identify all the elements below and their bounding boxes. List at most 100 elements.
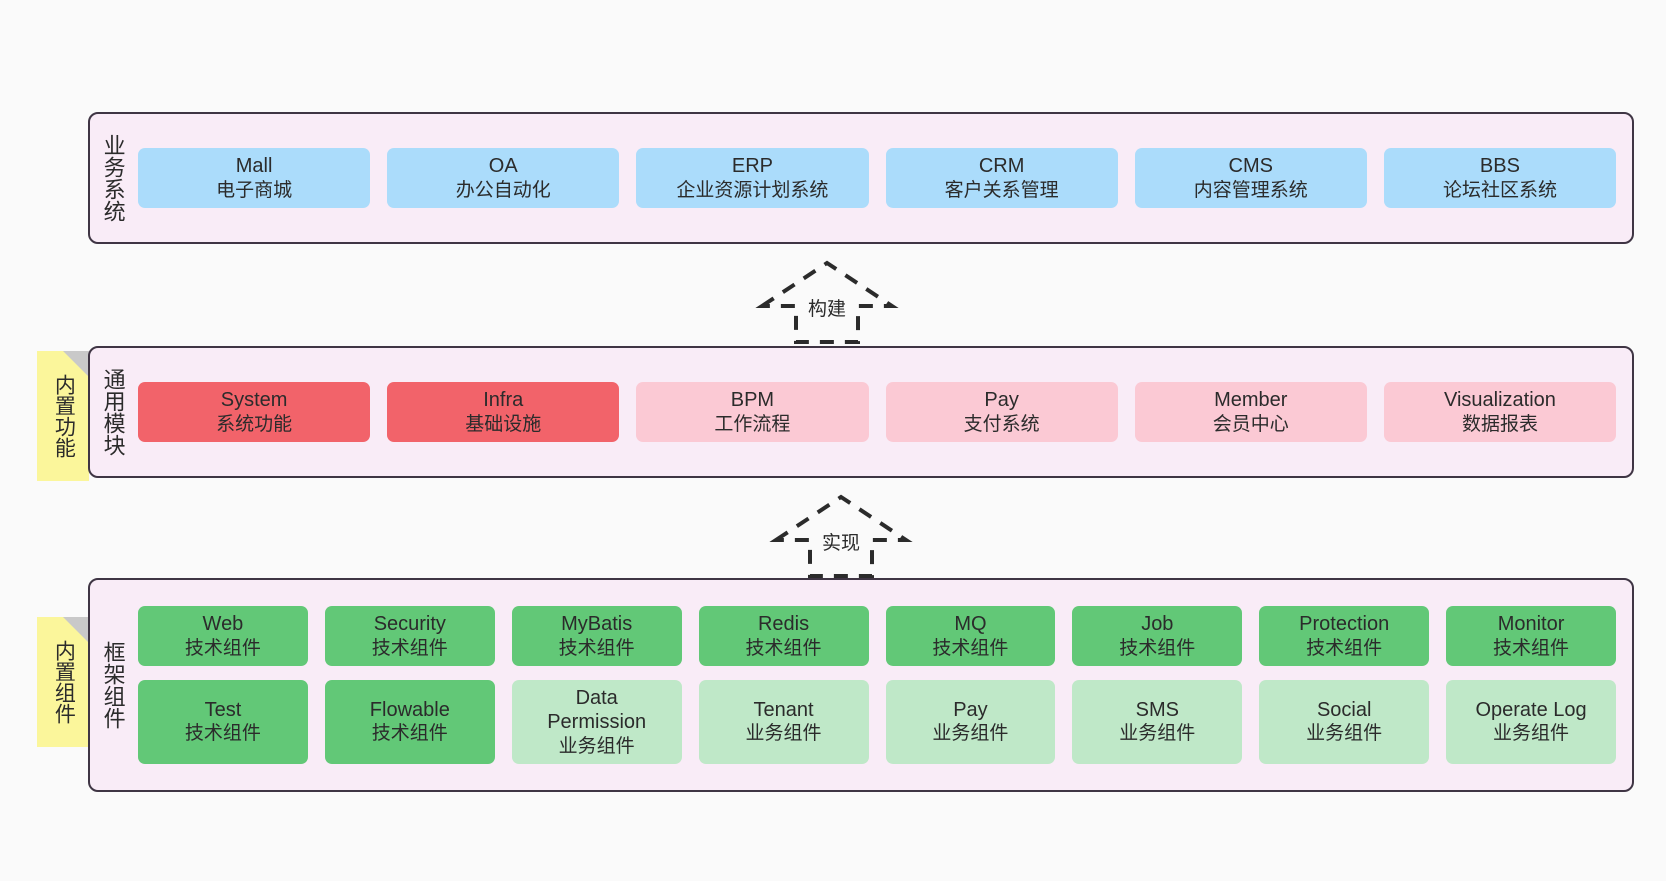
- module-card-security[interactable]: Security 技术组件: [324, 606, 495, 666]
- module-desc: 技术组件: [745, 637, 822, 659]
- module-name: MyBatis: [561, 613, 633, 636]
- module-desc: 电子商城: [216, 179, 293, 201]
- arrow-build-glyph: [755, 260, 899, 344]
- module-card-bbs[interactable]: BBS 论坛社区系统: [1383, 148, 1617, 208]
- module-name: SMS: [1135, 698, 1179, 721]
- module-name: Monitor: [1497, 613, 1565, 636]
- module-name: Job: [1141, 613, 1174, 636]
- module-name: Pay: [984, 389, 1019, 412]
- module-desc: 系统功能: [216, 413, 293, 435]
- module-name: System: [220, 389, 288, 412]
- module-card-mall[interactable]: Mall 电子商城: [138, 148, 371, 208]
- arrow-build: 构建: [755, 258, 899, 346]
- module-card-pay-business[interactable]: Pay 业务组件: [885, 679, 1056, 764]
- module-card-mq[interactable]: MQ 技术组件: [885, 606, 1056, 666]
- layer-title-framework-components: 框架组件: [100, 641, 126, 729]
- module-name: Social: [1316, 698, 1372, 721]
- module-name: Security: [373, 613, 446, 636]
- module-card-visualization[interactable]: Visualization 数据报表: [1383, 382, 1617, 442]
- arrow-implement: 实现: [769, 492, 913, 580]
- module-desc: 企业资源计划系统: [676, 179, 829, 201]
- module-desc: 技术组件: [371, 723, 448, 745]
- module-card-tenant[interactable]: Tenant 业务组件: [698, 679, 869, 764]
- layer-body-common-modules: System 系统功能 Infra 基础设施 BPM 工作流程 Pay 支付系统…: [136, 348, 1632, 476]
- module-card-flowable[interactable]: Flowable 技术组件: [324, 679, 495, 764]
- module-row: Test 技术组件 Flowable 技术组件 Data Permission …: [138, 679, 1616, 764]
- module-card-redis[interactable]: Redis 技术组件: [698, 606, 869, 666]
- module-name: Protection: [1299, 613, 1390, 636]
- module-name: OA: [488, 155, 518, 178]
- layer-framework-components: 框架组件 Web 技术组件 Security 技术组件 MyBatis 技术组件…: [88, 578, 1634, 792]
- module-card-web[interactable]: Web 技术组件: [138, 606, 308, 666]
- module-name: ERP: [731, 155, 773, 178]
- module-desc: 技术组件: [184, 723, 261, 745]
- module-card-data-permission[interactable]: Data Permission 业务组件: [511, 679, 682, 764]
- module-desc: 基础设施: [465, 413, 542, 435]
- module-card-sms[interactable]: SMS 业务组件: [1072, 679, 1243, 764]
- module-card-system[interactable]: System 系统功能: [138, 382, 371, 442]
- module-card-member[interactable]: Member 会员中心: [1134, 382, 1367, 442]
- module-card-crm[interactable]: CRM 客户关系管理: [885, 148, 1118, 208]
- note-builtin-functions: 内置功能: [37, 351, 89, 481]
- module-name: Mall: [235, 155, 273, 178]
- module-row: Web 技术组件 Security 技术组件 MyBatis 技术组件 Redi…: [138, 606, 1616, 666]
- module-card-social[interactable]: Social 业务组件: [1259, 679, 1430, 764]
- module-desc: 业务组件: [932, 723, 1009, 745]
- module-desc: 技术组件: [1119, 637, 1196, 659]
- layer-business-systems: 业务系统 Mall 电子商城 OA 办公自动化 ERP 企业资源计划系统 CRM…: [88, 112, 1634, 244]
- module-name: Data Permission: [547, 686, 647, 734]
- module-desc: 支付系统: [963, 413, 1040, 435]
- module-desc: 内容管理系统: [1193, 179, 1308, 201]
- module-name: CMS: [1228, 155, 1273, 178]
- layer-common-modules: 通用模块 System 系统功能 Infra 基础设施 BPM 工作流程 Pay…: [88, 346, 1634, 478]
- module-desc: 客户关系管理: [944, 179, 1059, 201]
- module-desc: 会员中心: [1212, 413, 1289, 435]
- module-desc: 业务组件: [1119, 723, 1196, 745]
- module-desc: 业务组件: [1306, 723, 1383, 745]
- module-name: Test: [204, 698, 242, 721]
- module-desc: 技术组件: [371, 637, 448, 659]
- module-card-test[interactable]: Test 技术组件: [138, 679, 308, 764]
- module-desc: 业务组件: [745, 723, 822, 745]
- module-card-monitor[interactable]: Monitor 技术组件: [1446, 606, 1616, 666]
- module-card-infra[interactable]: Infra 基础设施: [387, 382, 620, 442]
- module-desc: 数据报表: [1461, 413, 1538, 435]
- module-card-mybatis[interactable]: MyBatis 技术组件: [511, 606, 682, 666]
- module-desc: 工作流程: [714, 413, 791, 435]
- module-card-erp[interactable]: ERP 企业资源计划系统: [636, 148, 869, 208]
- layer-title-business-systems: 业务系统: [100, 134, 126, 222]
- module-card-job[interactable]: Job 技术组件: [1072, 606, 1243, 666]
- module-name: BBS: [1479, 155, 1520, 178]
- module-card-oa[interactable]: OA 办公自动化: [387, 148, 620, 208]
- module-name: MQ: [954, 613, 987, 636]
- module-name: Web: [202, 613, 244, 636]
- module-card-cms[interactable]: CMS 内容管理系统: [1134, 148, 1367, 208]
- module-desc: 技术组件: [932, 637, 1009, 659]
- module-name: Tenant: [753, 698, 814, 721]
- module-name: Redis: [757, 613, 810, 636]
- module-name: Infra: [483, 389, 524, 412]
- module-desc: 论坛社区系统: [1442, 179, 1557, 201]
- module-desc: 办公自动化: [455, 179, 551, 201]
- layer-body-business-systems: Mall 电子商城 OA 办公自动化 ERP 企业资源计划系统 CRM 客户关系…: [136, 114, 1632, 242]
- module-name: BPM: [730, 389, 775, 412]
- note-builtin-components: 内置组件: [37, 617, 89, 747]
- arrow-implement-glyph: [769, 494, 913, 578]
- module-name: Member: [1214, 389, 1288, 412]
- module-desc: 技术组件: [558, 637, 635, 659]
- module-name: Operate Log: [1475, 698, 1587, 721]
- note-label: 内置功能: [52, 374, 76, 458]
- module-name: Visualization: [1443, 389, 1556, 412]
- module-card-protection[interactable]: Protection 技术组件: [1259, 606, 1430, 666]
- module-name: Flowable: [369, 698, 450, 721]
- module-desc: 技术组件: [184, 637, 261, 659]
- module-row: System 系统功能 Infra 基础设施 BPM 工作流程 Pay 支付系统…: [138, 382, 1617, 442]
- note-label: 内置组件: [52, 640, 76, 724]
- module-name: Pay: [953, 698, 988, 721]
- module-card-bpm[interactable]: BPM 工作流程: [636, 382, 869, 442]
- module-row: Mall 电子商城 OA 办公自动化 ERP 企业资源计划系统 CRM 客户关系…: [138, 148, 1617, 208]
- module-card-pay[interactable]: Pay 支付系统: [885, 382, 1118, 442]
- module-desc: 业务组件: [558, 735, 635, 757]
- module-card-operate-log[interactable]: Operate Log 业务组件: [1446, 679, 1616, 764]
